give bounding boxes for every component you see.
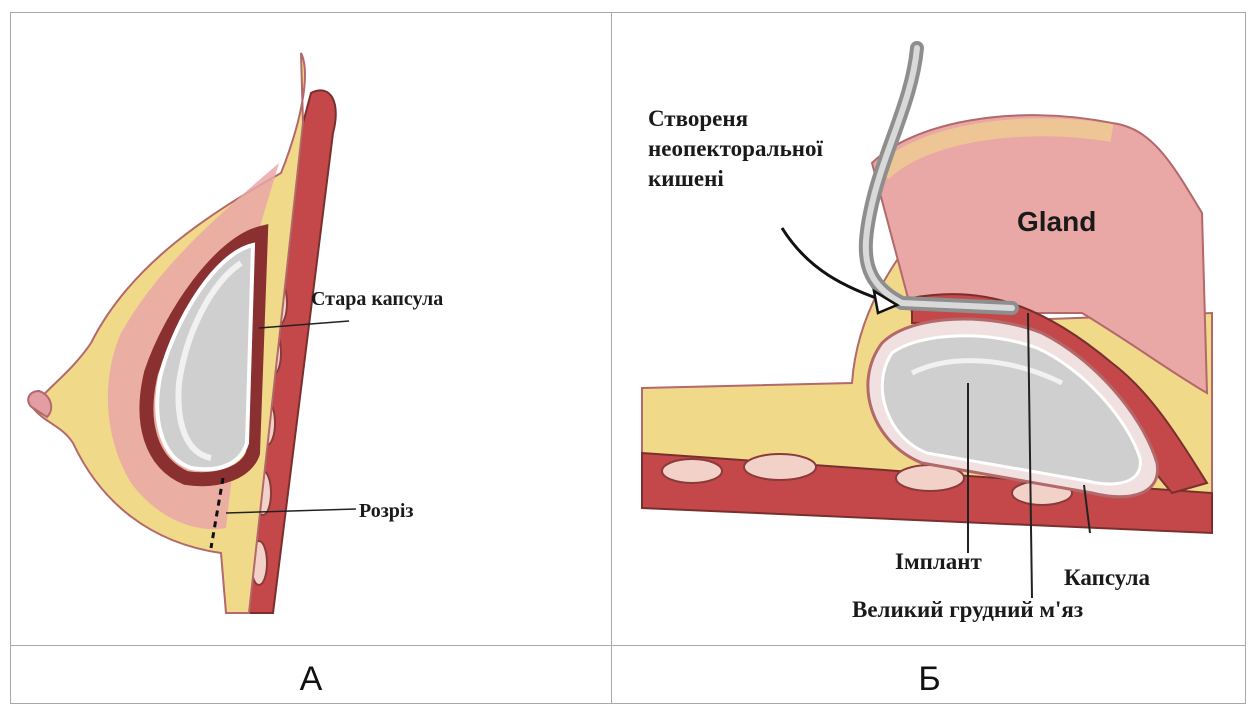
label-pocket-line3: кишені [648,166,724,191]
panel-a: Стара капсула Розріз [11,13,611,645]
figure-table: Стара капсула Розріз [10,12,1246,704]
panel-b: Створеня неопекторальної кишені Gland Ім… [612,13,1247,645]
label-implant: Імплант [895,549,983,574]
label-old-capsule: Стара капсула [311,288,443,310]
label-pocket-line2: неопекторальної [648,136,823,161]
column-divider [611,13,612,703]
caption-panel-a: А [11,653,611,705]
label-muscle: Великий грудний м'яз [852,597,1083,622]
label-pocket-line1: Створеня [648,106,748,131]
caption-panel-b: Б [612,653,1247,705]
label-capsule: Капсула [1064,565,1151,590]
row-divider [11,645,1245,646]
panel-a-illustration: Стара капсула Розріз [11,13,611,645]
label-incision: Розріз [359,500,413,522]
label-gland: Gland [1017,206,1096,237]
panel-b-illustration: Створеня неопекторальної кишені Gland Ім… [612,13,1247,645]
